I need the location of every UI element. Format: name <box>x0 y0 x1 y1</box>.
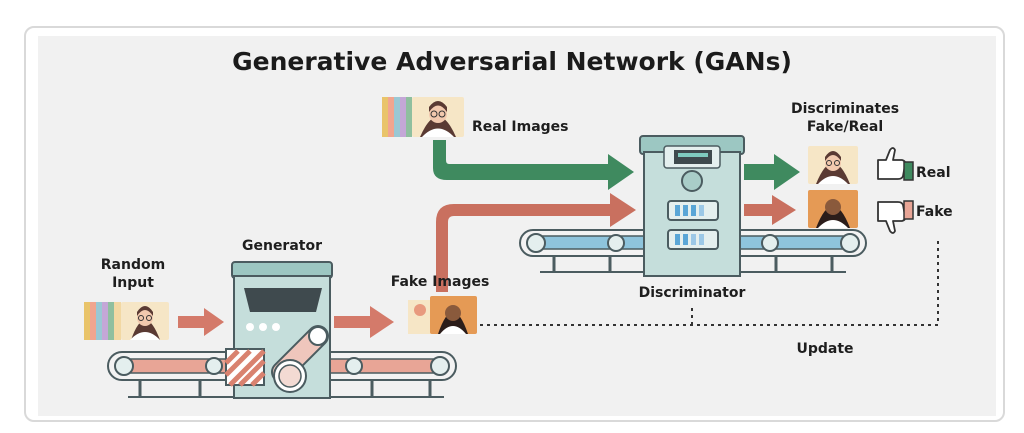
fake-output-label: Fake <box>916 204 953 220</box>
discriminated-real-image <box>808 146 858 184</box>
portrait-icon <box>412 97 464 137</box>
thumbs-up-icon <box>877 147 914 181</box>
real-images-image <box>382 97 464 137</box>
thumbs-down-icon <box>877 200 914 234</box>
random-input-image <box>84 302 169 340</box>
diagram-title: Generative Adversarial Network (GANs) <box>232 47 792 76</box>
discriminates-label-line1: Discriminates <box>790 101 900 117</box>
fake-images-image <box>408 296 477 334</box>
generator-to-fake-arrow <box>334 306 394 338</box>
random-input-label: Random Input <box>88 256 178 292</box>
fake-images-label: Fake Images <box>390 274 490 290</box>
discriminator-label: Discriminator <box>638 285 746 301</box>
portrait-icon <box>808 146 858 184</box>
generator-machine <box>224 261 333 399</box>
discriminator-to-real-arrow <box>744 154 800 190</box>
discriminates-label: Discriminates Fake/Real <box>780 100 910 136</box>
real-output-label: Real <box>916 165 951 181</box>
portrait-icon <box>121 302 169 340</box>
discriminator-machine <box>639 135 745 277</box>
discriminator-to-fake-arrow <box>744 195 796 225</box>
random-input-label-line2: Input <box>112 275 154 291</box>
real-images-label: Real Images <box>472 119 569 135</box>
update-feedback-path <box>480 240 939 326</box>
discriminates-label-line2: Fake/Real <box>806 119 884 135</box>
portrait-icon <box>808 190 858 228</box>
real-to-discriminator-arrow <box>433 140 634 190</box>
portrait-icon <box>430 296 477 334</box>
random-input-label-line1: Random <box>100 257 166 273</box>
random-to-generator-arrow <box>178 308 224 336</box>
generator-label: Generator <box>241 238 322 254</box>
update-label: Update <box>796 341 854 357</box>
discriminated-fake-image <box>808 190 858 228</box>
fake-to-discriminator-arrow <box>436 193 636 292</box>
